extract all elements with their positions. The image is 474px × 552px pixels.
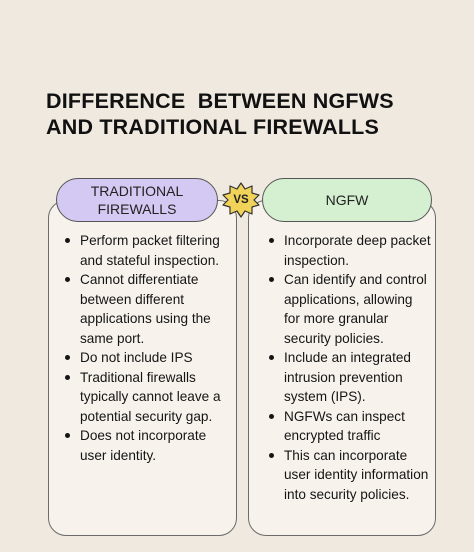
traditional-firewalls-card	[48, 200, 237, 536]
traditional-header-line-2: FIREWALLS	[97, 201, 177, 217]
vs-badge: VS	[222, 182, 260, 218]
list-item: Perform packet filtering and stateful in…	[62, 231, 234, 270]
list-item: This can incorporate user identity infor…	[266, 446, 432, 505]
traditional-header-line-1: TRADITIONAL	[90, 183, 184, 199]
title-line-1: DIFFERENCE BETWEEN NGFWS	[46, 89, 394, 113]
vs-label: VS	[233, 194, 249, 206]
vs-starburst-icon	[222, 182, 260, 218]
list-item: Cannot differentiate between different a…	[62, 270, 234, 348]
list-item: Include an integrated intrusion preventi…	[266, 348, 432, 407]
list-item: Traditional firewalls typically cannot l…	[62, 368, 234, 427]
ngfw-list: Incorporate deep packet inspection. Can …	[266, 231, 432, 504]
ngfw-card	[248, 200, 436, 536]
list-item: Incorporate deep packet inspection.	[266, 231, 432, 270]
list-item: Does not incorporate user identity.	[62, 426, 234, 465]
ngfw-header-label: NGFW	[325, 192, 369, 208]
title-line-2: AND TRADITIONAL FIREWALLS	[46, 115, 380, 139]
list-item: NGFWs can inspect encrypted traffic	[266, 407, 432, 446]
ngfw-header: NGFW	[262, 178, 432, 222]
traditional-firewalls-header: TRADITIONAL FIREWALLS	[56, 178, 218, 222]
page-title: DIFFERENCE BETWEEN NGFWS AND TRADITIONAL…	[46, 88, 446, 140]
list-item: Do not include IPS	[62, 348, 234, 368]
list-item: Can identify and control applications, a…	[266, 270, 432, 348]
traditional-firewalls-list: Perform packet filtering and stateful in…	[62, 231, 234, 465]
